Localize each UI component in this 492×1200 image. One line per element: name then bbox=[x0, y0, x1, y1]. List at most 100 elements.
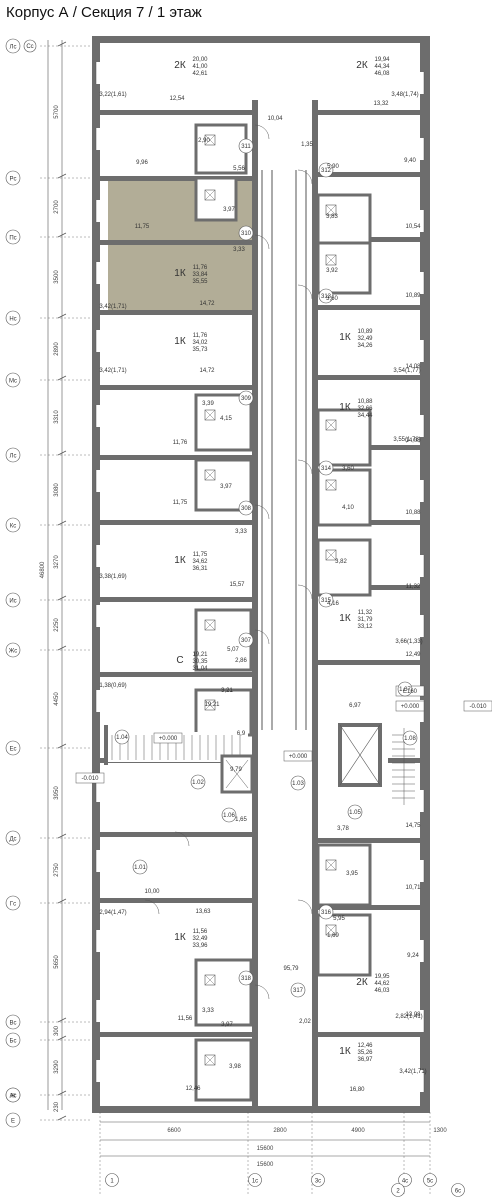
axis-bubble bbox=[5, 740, 21, 756]
door-swing bbox=[174, 831, 190, 847]
room-area: 14,08 bbox=[405, 364, 421, 370]
partition bbox=[100, 520, 252, 525]
elevator-shaft bbox=[338, 723, 382, 787]
room-area: 3,97 bbox=[221, 1022, 233, 1028]
apartment-area: 32,49 bbox=[357, 336, 373, 342]
dim-left: 3290 bbox=[54, 1060, 60, 1074]
room-number: 317 bbox=[293, 988, 304, 994]
room-area: 4,15 bbox=[220, 416, 232, 422]
tray-x bbox=[204, 619, 216, 631]
room-area: 14,75 bbox=[405, 823, 421, 829]
room-area: 3,48(1,74) bbox=[391, 92, 418, 98]
room-number: 307 bbox=[241, 638, 252, 644]
room-area: 6,9 bbox=[237, 731, 246, 737]
partition bbox=[100, 672, 252, 677]
shower-tray bbox=[204, 189, 216, 201]
apartment-type: 1К bbox=[174, 336, 186, 347]
room-area: 3,78 bbox=[337, 826, 349, 832]
apartment-type: 1К bbox=[339, 1046, 351, 1057]
room-area: 2,86 bbox=[235, 658, 247, 664]
window bbox=[96, 605, 102, 627]
apartment-total-area: 35,73 bbox=[192, 347, 208, 353]
room-area: 9,96 bbox=[136, 160, 148, 166]
room-area: 9,24 bbox=[407, 953, 419, 959]
room-area: 1,65 bbox=[235, 817, 247, 823]
axis-label-bottom: 1с bbox=[252, 1179, 258, 1185]
dim-tick bbox=[57, 1090, 67, 1096]
dim-left: 230 bbox=[54, 1101, 60, 1112]
bathroom-wall bbox=[194, 176, 238, 222]
apartment-type: 2К bbox=[356, 60, 368, 71]
dim-left: 2890 bbox=[54, 342, 60, 356]
elevation-box bbox=[153, 732, 183, 744]
axis-label-left: Е bbox=[11, 1119, 15, 1125]
room-area: 3,21 bbox=[221, 688, 233, 694]
elevation-mark: +0.000 bbox=[401, 704, 420, 710]
room-area: 13,08 bbox=[405, 1012, 421, 1018]
room-area: 2,90 bbox=[198, 138, 210, 144]
apartment-area: 34,02 bbox=[192, 340, 208, 346]
shower-tray bbox=[325, 924, 337, 936]
bathroom-wall bbox=[316, 843, 372, 907]
axis-label-left: Дс bbox=[9, 837, 16, 843]
dim-tick bbox=[57, 520, 67, 526]
apartment-total-area: 31,04 bbox=[192, 666, 208, 672]
bathroom bbox=[196, 1040, 251, 1100]
window bbox=[96, 128, 102, 150]
door-swing bbox=[254, 124, 270, 140]
room-area: 12,46 bbox=[185, 1086, 201, 1092]
apartment-area: 31,79 bbox=[357, 617, 373, 623]
window bbox=[418, 940, 424, 962]
apartment-area: 44,62 bbox=[374, 981, 390, 987]
tray-x bbox=[325, 204, 337, 216]
window bbox=[418, 860, 424, 882]
axis-label-left: Лс bbox=[10, 45, 17, 51]
tray-x bbox=[325, 859, 337, 871]
room-area: 3,22(1,61) bbox=[99, 92, 126, 98]
room-area: 3,92 bbox=[326, 268, 338, 274]
room-area: 14,08 bbox=[405, 438, 421, 444]
dim-tick bbox=[57, 1035, 67, 1041]
shower-tray bbox=[325, 254, 337, 266]
room-number: 1.04 bbox=[116, 735, 128, 741]
partition bbox=[318, 375, 420, 380]
room-number-bubble bbox=[238, 500, 254, 516]
shower-tray bbox=[325, 419, 337, 431]
partition bbox=[100, 385, 252, 390]
axis-label-left: Кс bbox=[10, 524, 17, 530]
wall bbox=[312, 100, 318, 1106]
room-area: 10,04 bbox=[267, 116, 283, 122]
room-area: 3,33 bbox=[233, 247, 245, 253]
wall bbox=[104, 725, 108, 765]
room-area: 6,97 bbox=[349, 703, 361, 709]
apartment-type: 1К bbox=[339, 613, 351, 624]
room-area: 13,63 bbox=[195, 909, 211, 915]
wall bbox=[92, 37, 100, 1112]
partition bbox=[100, 1032, 252, 1037]
room-area: 11,76 bbox=[173, 440, 188, 446]
partition bbox=[318, 905, 420, 910]
window bbox=[96, 1060, 102, 1082]
elevation-mark: -0.010 bbox=[81, 776, 99, 782]
dim-left: 3080 bbox=[54, 483, 60, 497]
axis-bubble bbox=[23, 39, 37, 53]
elevation-mark: E160 bbox=[403, 689, 418, 695]
window bbox=[418, 138, 424, 160]
apartment-total-area: 46,03 bbox=[374, 988, 390, 994]
room-area: 10,88 bbox=[405, 510, 421, 516]
partition bbox=[100, 597, 252, 602]
axis-label-left: Пс bbox=[9, 236, 16, 242]
apartment-type: 2К bbox=[174, 60, 186, 71]
shower-tray bbox=[325, 204, 337, 216]
door-swing bbox=[297, 459, 313, 475]
bathroom-wall bbox=[316, 408, 372, 467]
room-number-bubble bbox=[238, 632, 254, 648]
dim-left: 2700 bbox=[54, 200, 60, 214]
room-area: 3,33 bbox=[235, 529, 247, 535]
dim-tick bbox=[57, 1017, 67, 1023]
room-area: 3,60 bbox=[326, 296, 338, 302]
axis-label-left: Гс bbox=[10, 902, 16, 908]
axis-bubble bbox=[5, 1014, 21, 1030]
tray-x bbox=[204, 469, 216, 481]
